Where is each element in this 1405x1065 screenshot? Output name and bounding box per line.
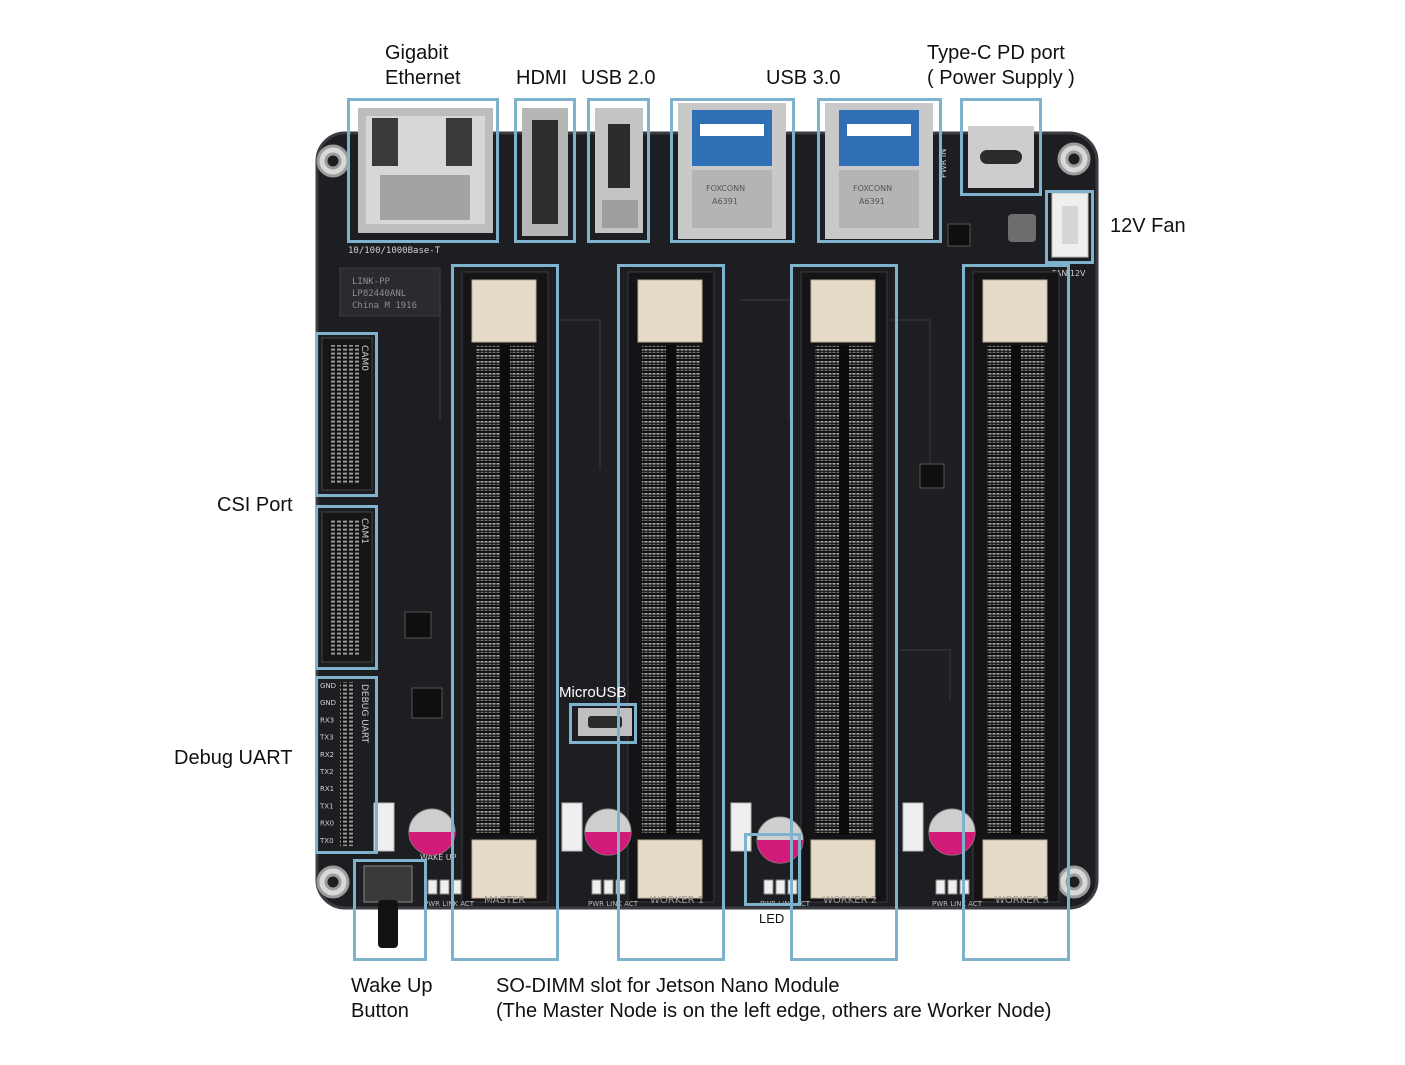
slot-silk-label: WORKER 2 [823,895,877,906]
label-sodimm: SO-DIMM slot for Jetson Nano Module (The… [496,975,1052,1022]
highlight-sodimm-worker2 [790,264,898,961]
uart-pin-label: RX1 [320,785,334,793]
uart-pin-label: TX0 [319,837,334,845]
uart-pin-label: RX0 [320,820,334,828]
label-fan: 12V Fan [1110,215,1186,237]
usb3-port-2-graphic: FOXCONN A6391 [825,103,933,239]
highlight-usb2 [587,98,650,243]
svg-text:CAM1: CAM1 [359,518,369,544]
led-row-silk: PWR LINK ACT [588,900,639,908]
label-gigabit-ethernet: Gigabit Ethernet [385,42,461,89]
svg-text:LP82440ANL: LP82440ANL [352,289,406,299]
typec-port-graphic [968,126,1034,188]
wake-up-button-graphic [363,865,413,948]
label-typec: Type-C PD port ( Power Supply ) [927,42,1075,89]
svg-text:DEBUG UART: DEBUG UART [359,684,369,744]
usb2-port-graphic [595,108,643,233]
highlight-usb3-2 [817,98,942,243]
uart-pin-label: TX3 [319,734,334,742]
svg-text:WAKE UP: WAKE UP [420,853,457,862]
magnetics-chip: LINK-PP LP82440ANL China M 1916 [339,267,441,317]
fan-connector-graphic [1051,192,1089,258]
highlight-sodimm-master [451,264,559,961]
uart-pin-label: RX3 [320,716,334,724]
led-row: PWR LINK ACT [588,879,639,908]
highlight-csi-cam0 [315,332,378,497]
highlight-hdmi [514,98,576,243]
slot-silk-label: WORKER 3 [995,895,1049,906]
microusb-port-graphic [578,708,632,736]
highlight-wake-up [353,859,427,961]
sodimm-slots: MASTER WORKER 1 WORKER 2 WORKER 3 [461,271,1060,906]
label-usb3: USB 3.0 [766,67,841,89]
uart-pin-label: TX1 [319,802,334,810]
highlight-usb3-1 [670,98,795,243]
slot-silk-label: MASTER [484,895,525,906]
label-wake-up-button: Wake Up Button [351,975,433,1022]
label-microusb: MicroUSB [559,684,627,701]
debug-uart-header-graphic [340,682,354,846]
inductor [1008,214,1036,242]
csi-cam0-connector-graphic [321,337,373,491]
highlight-fan [1045,190,1094,264]
led-row-silk: PWR LINK ACT [424,900,475,908]
slot-silk-label: WORKER 1 [650,895,704,906]
highlight-ethernet [347,98,499,243]
svg-text:China M 1916: China M 1916 [352,301,417,311]
highlight-csi-cam1 [315,505,378,670]
svg-text:PWR IN: PWR IN [939,149,948,178]
csi-cam1-connector-graphic [321,511,373,663]
sodimm-slot-graphic: WORKER 3 [972,271,1060,906]
sodimm-slot-graphic: WORKER 1 [627,271,715,906]
capacitor [408,808,456,856]
uart-pin-label: GND [320,699,336,707]
misc-chips [404,223,971,719]
highlight-debug-uart [315,676,378,854]
usb3-port-1-graphic: FOXCONN A6391 [678,103,786,239]
eth-silk: 10/100/1000Base-T [348,246,441,256]
label-csi-port: CSI Port [217,494,293,516]
label-usb2: USB 2.0 [581,67,656,89]
highlight-microusb [569,703,637,744]
label-debug-uart: Debug UART [174,747,293,769]
ethernet-jack-graphic [358,108,493,233]
highlight-sodimm-worker3 [962,264,1070,961]
label-led: LED [759,911,785,926]
highlight-led [744,833,801,906]
highlight-sodimm-worker1 [617,264,725,961]
led-row-silk: PWR LINK ACT [932,900,983,908]
hdmi-port-graphic [522,108,568,236]
sodimm-slot-graphic: WORKER 2 [800,271,888,906]
svg-text:FOXCONN: FOXCONN [853,184,892,193]
label-hdmi: HDMI [516,67,568,89]
svg-text:FOXCONN: FOXCONN [706,184,745,193]
svg-text:LINK-PP: LINK-PP [352,277,391,287]
uart-pin-label: TX2 [319,768,334,776]
sodimm-slot-graphic: MASTER [461,271,549,906]
uart-pin-label: RX2 [320,751,334,759]
svg-text:A6391: A6391 [712,197,738,206]
svg-text:A6391: A6391 [859,197,885,206]
uart-pin-label: GND [320,682,336,690]
svg-text:CAM0: CAM0 [359,345,369,371]
highlight-typec [960,98,1042,196]
